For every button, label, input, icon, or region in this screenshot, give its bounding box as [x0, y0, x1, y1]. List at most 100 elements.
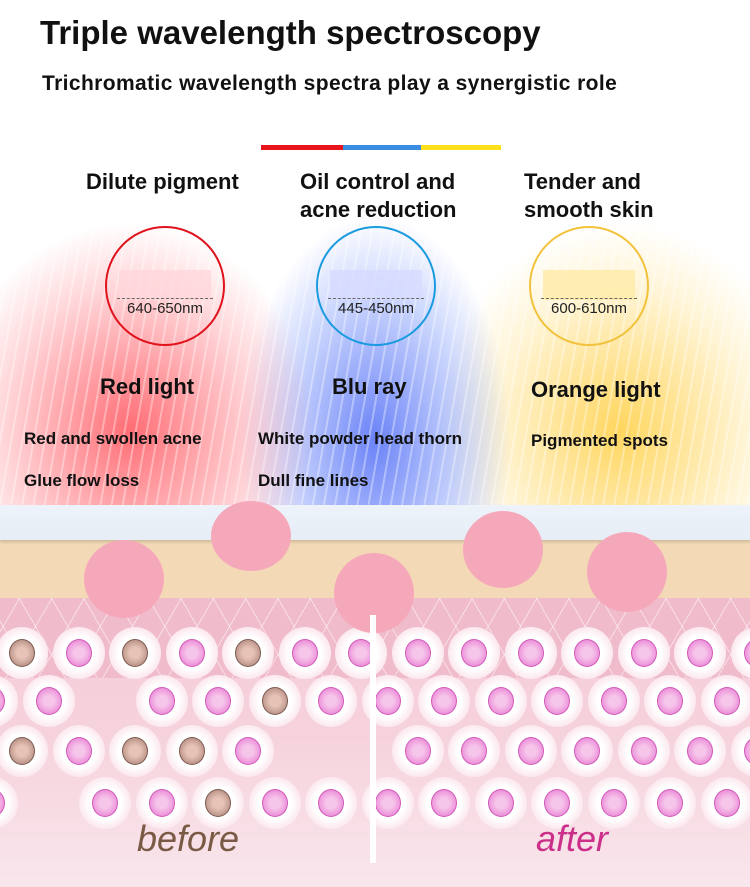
cell-nucleus	[122, 639, 148, 667]
skin-cell	[674, 725, 726, 777]
yellow-bar	[421, 145, 501, 150]
skin-cell	[644, 777, 696, 829]
skin-cell	[305, 777, 357, 829]
blue-bar	[343, 145, 421, 150]
before-label: before	[137, 818, 240, 859]
cell-nucleus	[574, 639, 600, 667]
benefit-line: Tender and	[524, 169, 641, 194]
wavelength-label: 600-610nm	[551, 300, 627, 317]
skin-cell	[561, 725, 613, 777]
benefit-yellow: Tender and smooth skin	[524, 168, 654, 224]
light-name-blue: Blu ray	[332, 374, 407, 399]
cell-nucleus	[348, 639, 374, 667]
cell-nucleus	[404, 639, 431, 667]
cell-nucleus	[9, 737, 35, 765]
skin-cell	[222, 725, 274, 777]
skin-cell	[52, 725, 105, 777]
effect-item: Dull fine lines	[258, 471, 369, 490]
cell-nucleus	[9, 639, 35, 667]
skin-cell	[587, 675, 640, 727]
skin-cell	[165, 627, 218, 679]
wavelength-circle-blue: 445-450nm	[316, 226, 436, 346]
skin-cell	[448, 725, 500, 777]
skin-cell	[192, 675, 244, 727]
skin-cell	[474, 777, 527, 829]
skin-cell	[192, 777, 244, 829]
cell-nucleus	[235, 737, 261, 765]
pore-blob	[84, 540, 164, 618]
skin-cell	[79, 777, 131, 829]
before-after-divider	[370, 615, 376, 863]
cell-nucleus	[461, 639, 487, 667]
skin-cell	[730, 725, 750, 777]
cell-nucleus	[374, 687, 401, 715]
red-bar	[261, 145, 343, 150]
cell-nucleus	[713, 687, 740, 715]
wavelength-label: 640-650nm	[127, 300, 203, 317]
skin-cell	[0, 725, 48, 777]
cell-nucleus	[148, 687, 175, 715]
skin-cell	[165, 725, 218, 777]
skin-cell	[0, 627, 48, 679]
light-name-orange: Orange light	[531, 377, 661, 402]
light-name-red: Red light	[100, 374, 195, 399]
skin-cell	[22, 675, 75, 727]
cell-nucleus	[148, 789, 175, 817]
skin-cell	[730, 627, 750, 679]
cell-nucleus	[517, 639, 544, 667]
skin-cell	[278, 627, 331, 679]
cell-nucleus	[318, 687, 344, 715]
cell-nucleus	[374, 789, 401, 817]
cell-nucleus	[487, 687, 514, 715]
skin-cell	[335, 627, 387, 679]
cell-nucleus	[630, 639, 657, 667]
skin-cell	[0, 777, 18, 829]
cell-nucleus	[0, 687, 5, 715]
cell-nucleus	[0, 789, 5, 817]
cell-nucleus	[178, 737, 205, 765]
skin-cell	[135, 675, 188, 727]
cell-nucleus	[574, 737, 600, 765]
skin-cell	[617, 725, 670, 777]
skin-cell	[0, 675, 18, 727]
cell-nucleus	[291, 639, 318, 667]
cell-nucleus	[630, 737, 657, 765]
cell-nucleus	[404, 737, 431, 765]
page-subtitle: Trichromatic wavelength spectra play a s…	[42, 72, 618, 95]
skin-cell	[448, 627, 500, 679]
cell-nucleus	[461, 737, 487, 765]
skin-cell	[391, 725, 444, 777]
skin-cell	[504, 725, 557, 777]
skin-cell	[135, 777, 188, 829]
pore-blob	[463, 511, 543, 588]
skin-cell	[644, 675, 696, 727]
effect-item: Glue flow loss	[24, 471, 140, 490]
skin-cell	[305, 675, 357, 727]
cell-nucleus	[600, 789, 627, 817]
cell-nucleus	[657, 687, 683, 715]
cell-nucleus	[431, 789, 457, 817]
cell-nucleus	[544, 789, 570, 817]
cell-nucleus	[743, 639, 750, 667]
cell-nucleus	[261, 687, 288, 715]
cell-nucleus	[35, 687, 62, 715]
benefit-line: smooth skin	[524, 197, 654, 222]
benefit-line: Oil control and	[300, 169, 456, 194]
benefit-line: Dilute pigment	[86, 169, 239, 194]
cell-nucleus	[235, 639, 261, 667]
skin-cell	[418, 777, 470, 829]
cell-nucleus	[205, 687, 231, 715]
skin-cell	[561, 627, 613, 679]
wavelength-circle-red: 640-650nm	[105, 226, 225, 346]
benefit-blue: Oil control and acne reduction	[300, 168, 456, 224]
skin-cell	[248, 777, 301, 829]
skin-cell	[504, 627, 557, 679]
benefit-line: acne reduction	[300, 197, 457, 222]
skin-cell	[391, 627, 444, 679]
skin-cell	[700, 675, 750, 727]
cell-nucleus	[713, 789, 740, 817]
skin-cell	[109, 725, 161, 777]
cell-nucleus	[431, 687, 457, 715]
skin-cell	[474, 675, 527, 727]
cell-nucleus	[517, 737, 544, 765]
